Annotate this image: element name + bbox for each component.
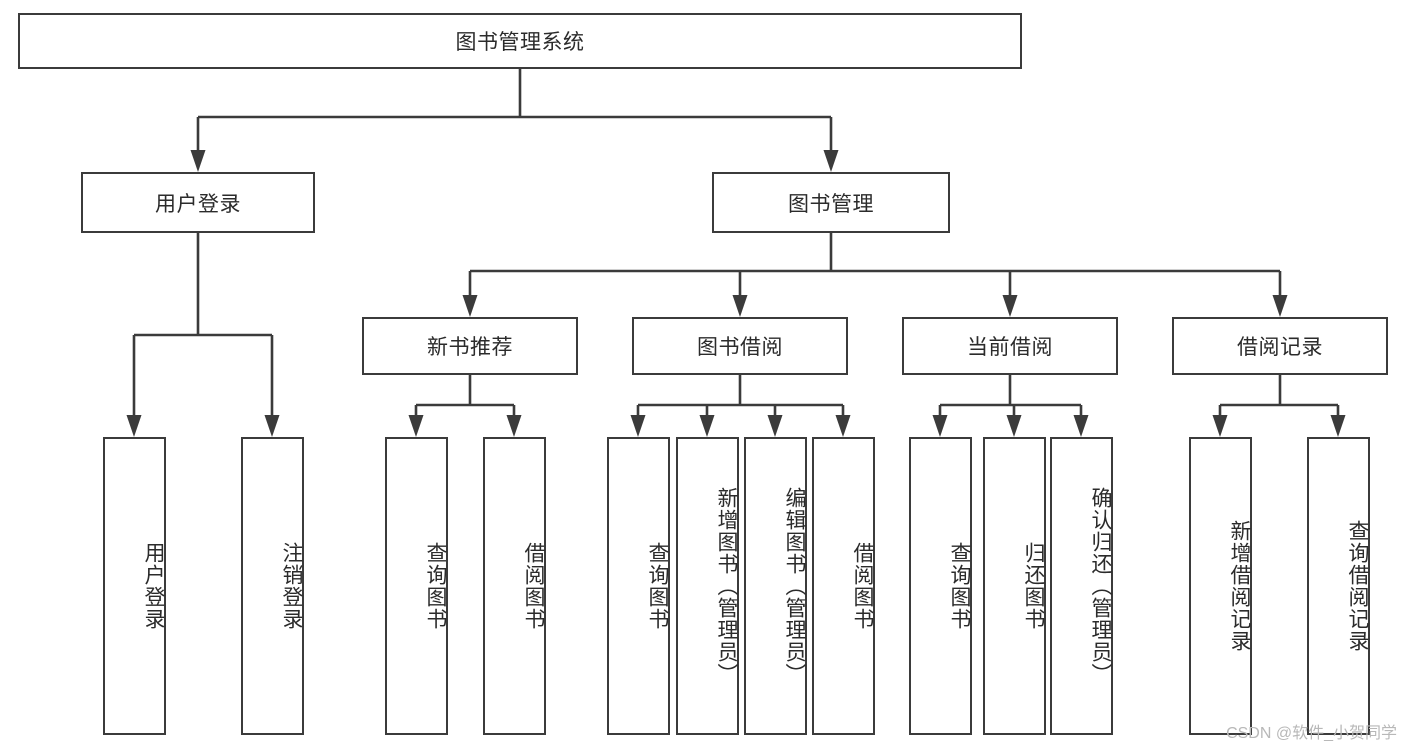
edge-login-drop-1-head (264, 415, 280, 437)
node-level3-2-当前借阅[interactable]: 当前借阅 (902, 317, 1118, 375)
edge-g2-drop-0-head (630, 415, 646, 437)
edge-g1-drop-1-head (506, 415, 522, 437)
node-leaf-11-新增借阅记录[interactable]: 新增借阅记录 (1189, 437, 1252, 735)
node-label: 新书推荐 (427, 336, 513, 359)
node-label: 查询图书 (424, 542, 447, 630)
edge-g4-drop-1-head (1330, 415, 1346, 437)
node-label: 图书管理 (788, 192, 874, 216)
edge-root-drop-1-head (823, 150, 839, 172)
edge-g4-drop-0-head (1212, 415, 1228, 437)
node-label: 借阅记录 (1237, 336, 1323, 359)
edge-books-drop-2-head (1002, 295, 1018, 317)
edge-g2-drop-3-head (835, 415, 851, 437)
node-label: 新增借阅记录 (1228, 520, 1251, 652)
node-leaf-3-借阅图书[interactable]: 借阅图书 (483, 437, 546, 735)
node-label: 当前借阅 (967, 336, 1053, 359)
node-label: 确认归还（管理员） (1089, 487, 1112, 685)
node-leaf-0-用户登录[interactable]: 用户登录 (103, 437, 166, 735)
node-leaf-5-新增图书管理员[interactable]: 新增图书（管理员） (676, 437, 739, 735)
node-label: 新增图书（管理员） (715, 487, 738, 685)
node-label: 编辑图书（管理员） (783, 487, 806, 685)
node-label: 查询图书 (646, 542, 669, 630)
node-level3-1-图书借阅[interactable]: 图书借阅 (632, 317, 848, 375)
edge-root-drop-0-head (190, 150, 206, 172)
edge-books-drop-0-head (462, 295, 478, 317)
node-label: 查询借阅记录 (1346, 520, 1369, 652)
node-label: 注销登录 (280, 542, 303, 630)
node-label: 归还图书 (1022, 542, 1045, 630)
edge-login-drop-0-head (126, 415, 142, 437)
node-leaf-8-查询图书[interactable]: 查询图书 (909, 437, 972, 735)
node-leaf-4-查询图书[interactable]: 查询图书 (607, 437, 670, 735)
node-leaf-6-编辑图书管理员[interactable]: 编辑图书（管理员） (744, 437, 807, 735)
node-level2-0-用户登录[interactable]: 用户登录 (81, 172, 315, 233)
node-label: 查询图书 (948, 542, 971, 630)
node-label: 用户登录 (155, 192, 241, 216)
node-leaf-2-查询图书[interactable]: 查询图书 (385, 437, 448, 735)
node-label: 借阅图书 (522, 542, 545, 630)
node-leaf-10-确认归还管理员[interactable]: 确认归还（管理员） (1050, 437, 1113, 735)
node-leaf-9-归还图书[interactable]: 归还图书 (983, 437, 1046, 735)
edge-g2-drop-2-head (767, 415, 783, 437)
edge-g3-drop-0-head (932, 415, 948, 437)
edge-g3-drop-2-head (1073, 415, 1089, 437)
node-level3-0-新书推荐[interactable]: 新书推荐 (362, 317, 578, 375)
watermark-text: CSDN @软件_小贺同学 (1226, 725, 1397, 742)
edge-books-drop-1-head (732, 295, 748, 317)
node-label: 图书借阅 (697, 336, 783, 359)
node-label: 借阅图书 (851, 542, 874, 630)
node-level3-3-借阅记录[interactable]: 借阅记录 (1172, 317, 1388, 375)
edge-g1-drop-0-head (408, 415, 424, 437)
node-root-0-图书管理系统[interactable]: 图书管理系统 (18, 13, 1022, 69)
node-label: 图书管理系统 (455, 31, 585, 54)
node-leaf-7-借阅图书[interactable]: 借阅图书 (812, 437, 875, 735)
node-leaf-12-查询借阅记录[interactable]: 查询借阅记录 (1307, 437, 1370, 735)
edge-g2-drop-1-head (699, 415, 715, 437)
node-leaf-1-注销登录[interactable]: 注销登录 (241, 437, 304, 735)
node-level2-1-图书管理[interactable]: 图书管理 (712, 172, 950, 233)
edge-g3-drop-1-head (1006, 415, 1022, 437)
edge-books-drop-3-head (1272, 295, 1288, 317)
node-label: 用户登录 (142, 542, 165, 630)
